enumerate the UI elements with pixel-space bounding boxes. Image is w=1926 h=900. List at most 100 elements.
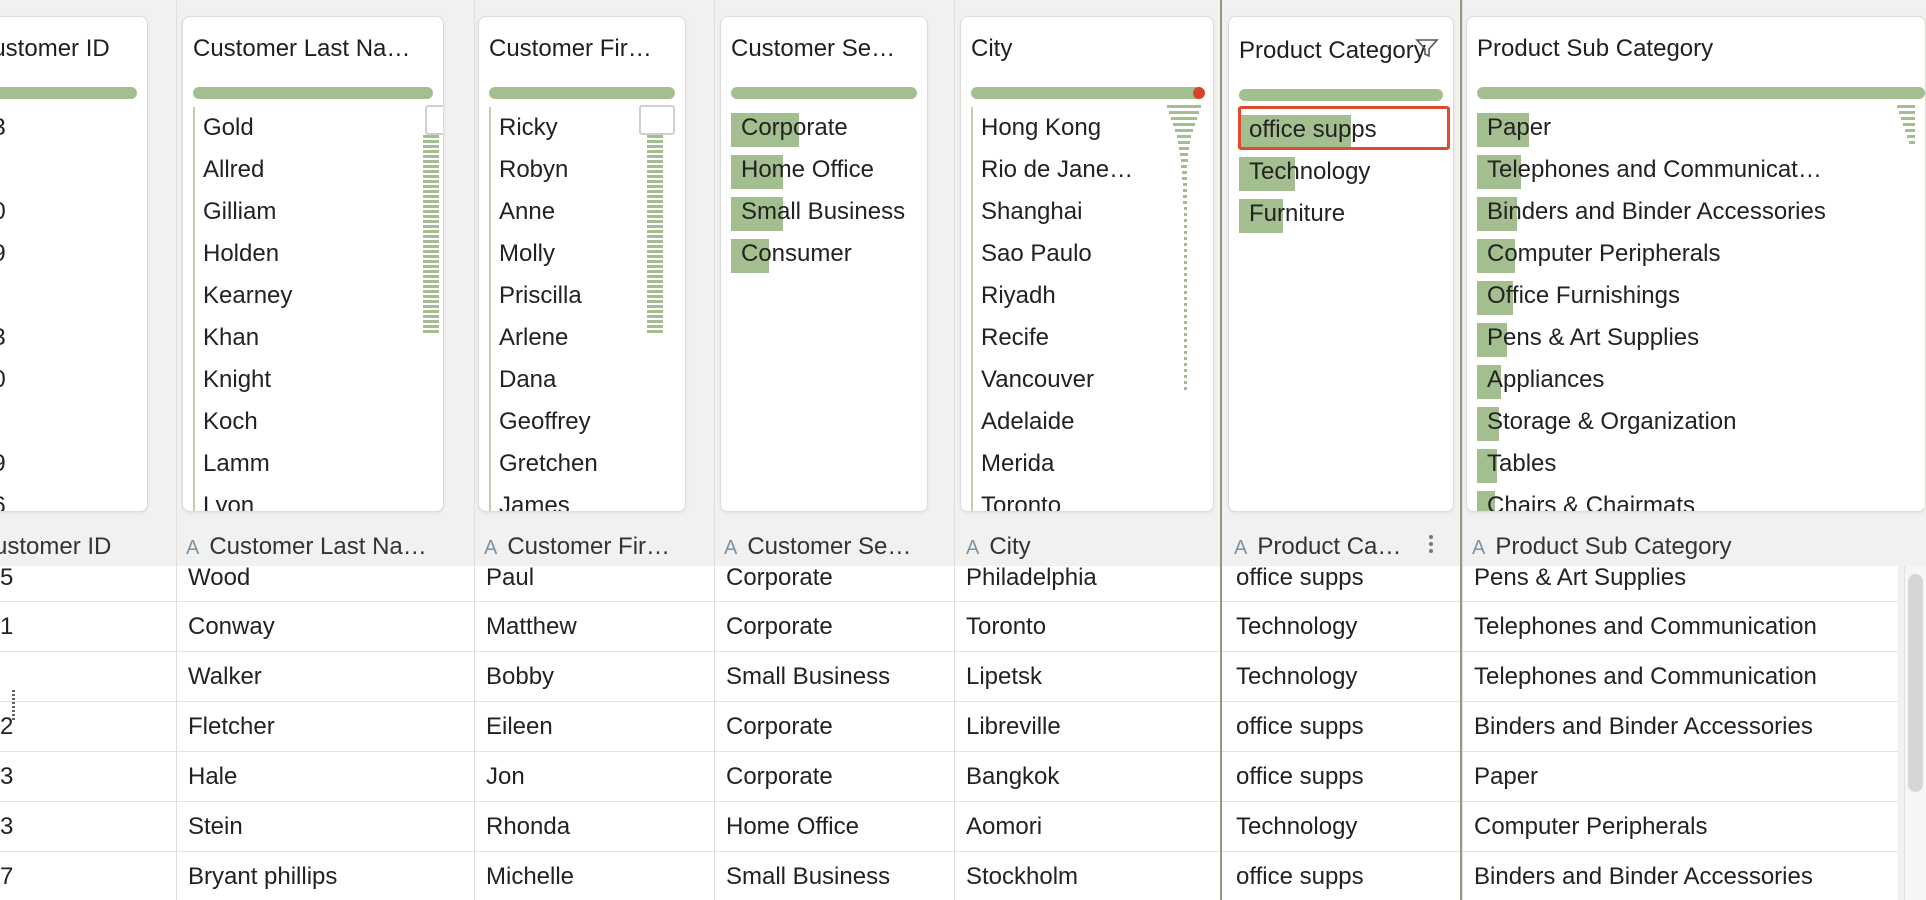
value-item[interactable]: Corporate: [731, 107, 917, 149]
table-cell[interactable]: Michelle: [486, 863, 575, 890]
value-item[interactable]: 50: [0, 359, 137, 401]
table-row[interactable]: 3 Stein Rhonda Home Office Aomori Techno…: [0, 802, 1898, 852]
table-cell[interactable]: [0, 652, 168, 702]
value-item[interactable]: Gretchen: [489, 443, 645, 485]
table-cell[interactable]: Wood: [188, 566, 251, 591]
table-cell[interactable]: Lipetsk: [966, 663, 1043, 690]
table-cell[interactable]: Aomori: [966, 813, 1043, 840]
value-item[interactable]: Chairs & Chairmats: [1477, 485, 1875, 511]
table-cell[interactable]: Binders and Binder Accessories: [1474, 863, 1813, 890]
value-item[interactable]: Home Office: [731, 149, 917, 191]
value-item[interactable]: Vancouver: [971, 359, 1153, 401]
value-item[interactable]: Arlene: [489, 317, 645, 359]
value-item[interactable]: Merida: [971, 443, 1153, 485]
value-item[interactable]: Lyon: [193, 485, 403, 511]
table-cell[interactable]: Technology: [1236, 663, 1358, 690]
table-cell[interactable]: 3: [0, 813, 14, 840]
table-cell[interactable]: Bryant phillips: [188, 863, 338, 890]
table-cell[interactable]: Jon: [486, 763, 525, 790]
table-cell[interactable]: Libreville: [966, 713, 1061, 740]
value-item[interactable]: 7: [0, 275, 137, 317]
value-item[interactable]: Hong Kong: [971, 107, 1153, 149]
value-item[interactable]: 06: [0, 485, 137, 511]
value-item[interactable]: Adelaide: [971, 401, 1153, 443]
value-item[interactable]: Priscilla: [489, 275, 645, 317]
table-cell[interactable]: 7: [0, 863, 14, 890]
column-divider[interactable]: [474, 0, 475, 900]
value-item[interactable]: Tables: [1477, 443, 1875, 485]
table-cell[interactable]: Small Business: [726, 663, 891, 690]
table-cell[interactable]: Corporate: [726, 566, 833, 591]
table-cell[interactable]: Small Business: [726, 863, 891, 890]
table-cell[interactable]: Paper: [1474, 763, 1539, 790]
table-row[interactable]: 3 Hale Jon Corporate Bangkok office supp…: [0, 752, 1898, 802]
value-item[interactable]: Pens & Art Supplies: [1477, 317, 1875, 359]
table-cell[interactable]: office supps: [1236, 863, 1364, 890]
table-cell[interactable]: Stein: [188, 813, 243, 840]
value-item[interactable]: Koch: [193, 401, 403, 443]
value-item[interactable]: 1: [0, 401, 137, 443]
value-item[interactable]: 99: [0, 443, 137, 485]
value-item[interactable]: Holden: [193, 233, 403, 275]
value-item[interactable]: Gold: [193, 107, 403, 149]
value-item[interactable]: Kearney: [193, 275, 403, 317]
table-cell[interactable]: Fletcher: [188, 713, 275, 740]
value-item[interactable]: Small Business: [731, 191, 917, 233]
table-cell[interactable]: 2: [0, 713, 14, 740]
value-item[interactable]: Riyadh: [971, 275, 1153, 317]
column-divider[interactable]: [1462, 0, 1463, 900]
table-cell[interactable]: Philadelphia: [966, 566, 1097, 591]
value-item[interactable]: Allred: [193, 149, 403, 191]
table-cell[interactable]: Toronto: [966, 613, 1047, 640]
table-cell[interactable]: 5: [0, 566, 14, 591]
table-row[interactable]: 7 Bryant phillips Michelle Small Busines…: [0, 852, 1898, 900]
table-cell[interactable]: Technology: [1236, 613, 1358, 640]
value-item[interactable]: 63: [0, 317, 137, 359]
value-item[interactable]: Robyn: [489, 149, 645, 191]
value-item[interactable]: Dana: [489, 359, 645, 401]
value-item[interactable]: 29: [0, 233, 137, 275]
table-row[interactable]: 1 Conway Matthew Corporate Toronto Techn…: [0, 602, 1898, 652]
table-cell[interactable]: Stockholm: [966, 863, 1079, 890]
column-divider[interactable]: [714, 0, 715, 900]
value-item[interactable]: Ricky: [489, 107, 645, 149]
value-item[interactable]: James: [489, 485, 645, 511]
table-cell[interactable]: Conway: [188, 613, 275, 640]
value-item[interactable]: Geoffrey: [489, 401, 645, 443]
profile-card-product-category[interactable]: Product Category office supps Technology…: [1228, 16, 1454, 512]
table-cell[interactable]: Walker: [188, 663, 262, 690]
table-cell[interactable]: Technology: [1236, 813, 1358, 840]
invalid-values-indicator[interactable]: [1193, 87, 1205, 99]
value-item[interactable]: Consumer: [731, 233, 917, 275]
table-cell[interactable]: Corporate: [726, 613, 833, 640]
table-cell[interactable]: Pens & Art Supplies: [1474, 566, 1687, 591]
table-cell[interactable]: Binders and Binder Accessories: [1474, 713, 1813, 740]
value-item[interactable]: Molly: [489, 233, 645, 275]
table-cell[interactable]: Corporate: [726, 763, 833, 790]
value-item[interactable]: Shanghai: [971, 191, 1153, 233]
value-item[interactable]: Recife: [971, 317, 1153, 359]
value-item[interactable]: Storage & Organization: [1477, 401, 1875, 443]
column-divider[interactable]: [954, 0, 955, 900]
filter-icon[interactable]: [1415, 37, 1441, 59]
value-item[interactable]: Knight: [193, 359, 403, 401]
vertical-scrollbar[interactable]: [1904, 566, 1926, 900]
column-divider[interactable]: [176, 0, 177, 900]
value-item[interactable]: 60: [0, 191, 137, 233]
table-cell[interactable]: 3: [0, 763, 14, 790]
table-cell[interactable]: Eileen: [486, 713, 553, 740]
value-item[interactable]: 9: [0, 149, 137, 191]
table-cell[interactable]: Hale: [188, 763, 238, 790]
value-item[interactable]: Lamm: [193, 443, 403, 485]
value-item[interactable]: 13: [0, 107, 137, 149]
value-item[interactable]: Telephones and Communicat…: [1477, 149, 1875, 191]
table-cell[interactable]: Corporate: [726, 713, 833, 740]
value-item[interactable]: Anne: [489, 191, 645, 233]
scrollbar-thumb[interactable]: [1908, 574, 1923, 792]
